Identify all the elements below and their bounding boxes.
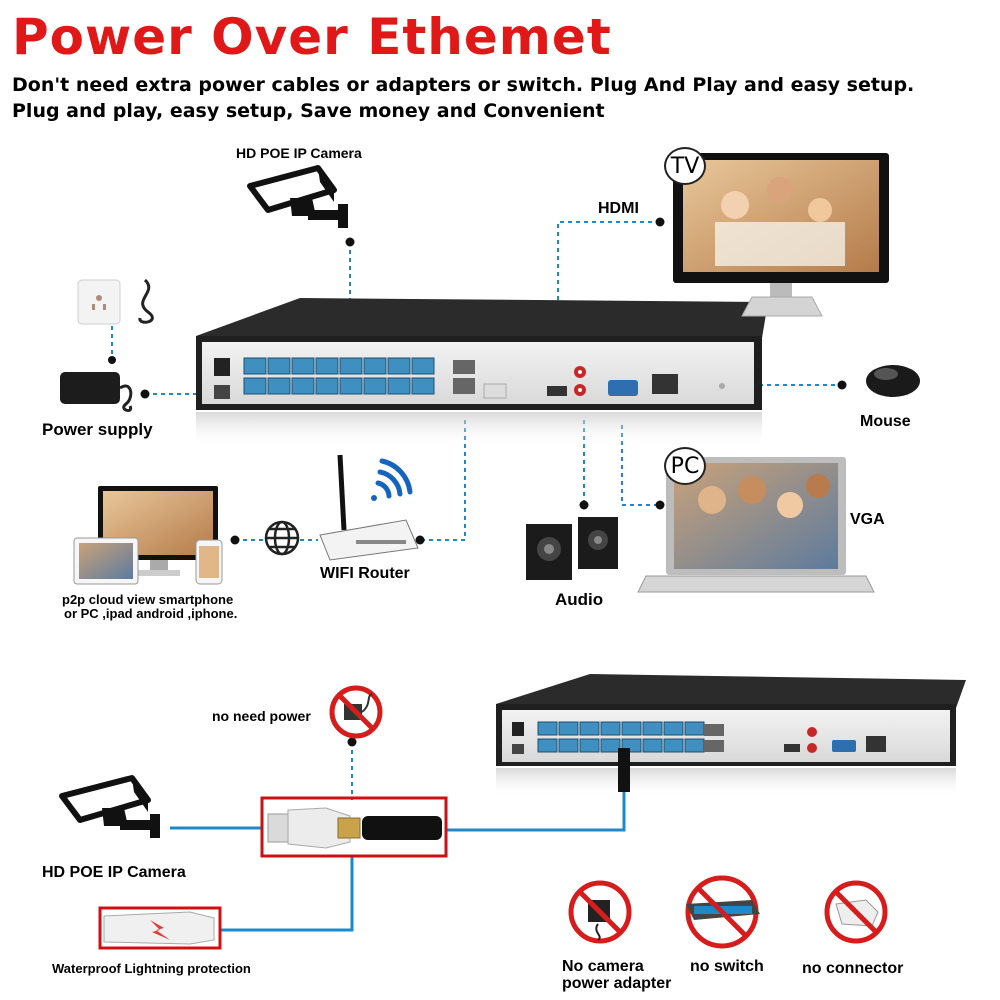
rj45-port xyxy=(267,357,291,375)
rj45-port xyxy=(642,738,663,753)
highlight-box-cable xyxy=(260,796,448,858)
rj45-port xyxy=(663,721,684,736)
rj45-port xyxy=(291,357,315,375)
tv-icon xyxy=(673,153,889,317)
tv-tag: TV xyxy=(664,147,706,185)
no-camera-adapter-label-1: No camera xyxy=(562,958,644,975)
rj45-connector-icon xyxy=(267,807,442,849)
vga-label: VGA xyxy=(850,511,885,528)
p2p-label-line-2: or PC ,ipad android ,iphone. xyxy=(64,606,238,621)
wifi-icon xyxy=(371,458,413,501)
rj45-port xyxy=(315,377,339,395)
prohibited-icon-adapter xyxy=(568,880,632,944)
hdmi-label: HDMI xyxy=(598,200,639,217)
nvr-icon-top xyxy=(196,298,768,448)
rj45-port xyxy=(363,357,387,375)
wifi-router-label: WIFI Router xyxy=(320,565,410,582)
no-camera-adapter-label-2: power adapter xyxy=(562,975,672,992)
rj45-port xyxy=(579,738,600,753)
page-title: Power Over Ethemet xyxy=(12,8,612,66)
rj45-port xyxy=(537,721,558,736)
rj45-port xyxy=(684,721,705,736)
switch-icon xyxy=(685,875,760,949)
cable-plug xyxy=(618,748,630,792)
audio-label: Audio xyxy=(555,590,604,609)
mouse-icon xyxy=(866,365,920,397)
rj45-port xyxy=(411,377,435,395)
rj45-port xyxy=(387,357,411,375)
no-need-power-label: no need power xyxy=(212,708,311,724)
laptop-icon xyxy=(637,457,875,593)
no-connector-label: no connector xyxy=(802,960,904,977)
rj45-port xyxy=(558,721,579,736)
rj45-port xyxy=(387,377,411,395)
rj45-port xyxy=(600,721,621,736)
speaker-icon xyxy=(526,517,618,580)
waterproof-label: Waterproof Lightning protection xyxy=(52,961,251,976)
tablet-icon xyxy=(73,537,139,585)
subtitle-line-1: Don't need extra power cables or adapter… xyxy=(12,74,915,96)
rj45-port xyxy=(558,738,579,753)
prohibited-icon-connector xyxy=(824,880,888,944)
nvr-icon-bottom xyxy=(496,674,966,798)
rj45-port xyxy=(339,357,363,375)
no-switch-label: no switch xyxy=(690,958,764,975)
prohibited-icon-no-power xyxy=(329,685,383,739)
rj45-port xyxy=(600,738,621,753)
rj45-port xyxy=(315,357,339,375)
camera-icon-bottom xyxy=(59,775,160,838)
rj45-port xyxy=(267,377,291,395)
camera-top-label: HD POE IP Camera xyxy=(236,145,362,161)
mouse-label: Mouse xyxy=(860,413,911,430)
rj45-port xyxy=(621,721,642,736)
subtitle-line-2: Plug and play, easy setup, Save money an… xyxy=(12,100,605,122)
highlight-box-waterproof xyxy=(98,906,222,950)
rj45-port xyxy=(291,377,315,395)
rj45-port xyxy=(537,738,558,753)
globe-icon xyxy=(264,520,300,556)
rj45-port xyxy=(363,377,387,395)
pc-tag: PC xyxy=(664,447,706,485)
rj45-port xyxy=(411,357,435,375)
p2p-label-line-1: p2p cloud view smartphone xyxy=(62,592,234,607)
power-adapter-icon xyxy=(60,372,133,412)
camera-bottom-label: HD POE IP Camera xyxy=(42,864,186,881)
wall-socket-icon xyxy=(77,278,154,325)
rj45-port xyxy=(663,738,684,753)
power-supply-label: Power supply xyxy=(42,420,153,439)
phone-icon xyxy=(195,539,223,585)
camera-icon-top xyxy=(247,165,348,228)
rj45-port xyxy=(579,721,600,736)
rj45-port xyxy=(642,721,663,736)
rj45-port xyxy=(339,377,363,395)
rj45-port xyxy=(684,738,705,753)
poe-cables xyxy=(170,790,626,932)
router-icon xyxy=(319,454,419,561)
waterproof-connector-icon xyxy=(103,911,215,945)
rj45-port xyxy=(243,357,267,375)
rj45-port xyxy=(243,377,267,395)
